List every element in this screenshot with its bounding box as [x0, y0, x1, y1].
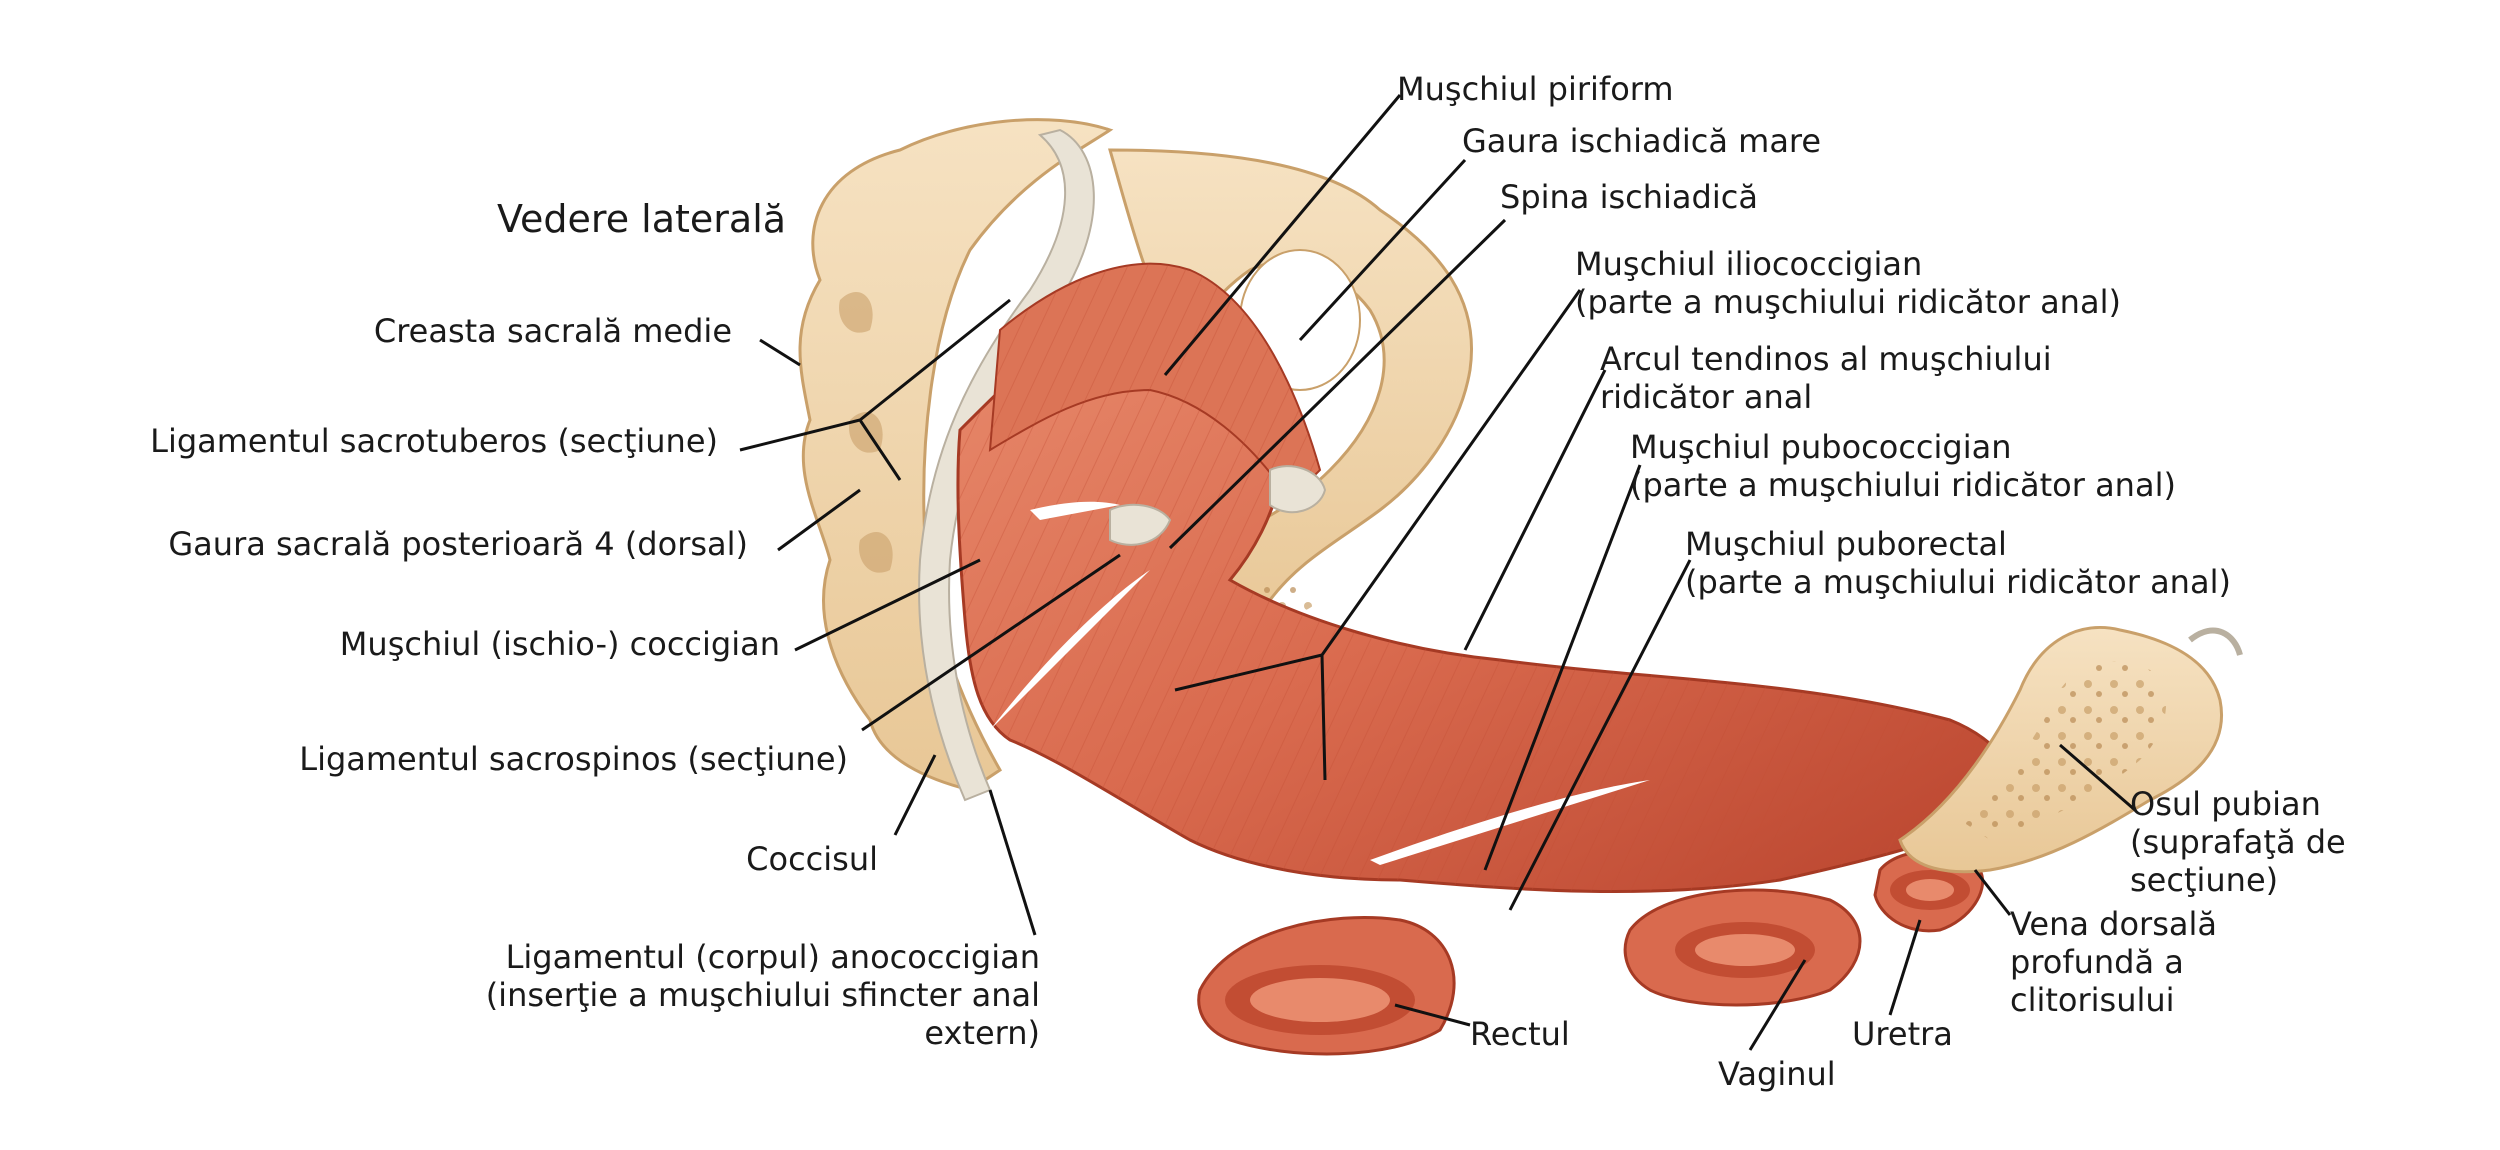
label-rectum: Rectul: [1470, 1015, 1570, 1053]
label-urethra: Uretra: [1852, 1015, 1953, 1053]
levator-ani-muscle: [956, 262, 2018, 894]
label-piriformis: Muşchiul piriform: [1397, 70, 1674, 108]
view-title: Vedere laterală: [497, 197, 787, 241]
label-coccyx: Coccisul: [746, 840, 878, 878]
label-iliococcygeus: Muşchiul iliococcigian (parte a muşchiul…: [1575, 245, 2121, 321]
leader-lines: [739, 94, 2136, 1051]
label-deep-dorsal-vein: Vena dorsală profundă a clitorisului: [2010, 905, 2217, 1019]
vagina: [1623, 888, 1862, 1007]
label-tendinous-arch: Arcul tendinos al muşchiului ridicător a…: [1600, 340, 2052, 416]
label-sacrospinous-ligament: Ligamentul sacrospinos (secţiune): [299, 740, 848, 778]
label-puborectalis: Muşchiul puborectal (parte a muşchiului …: [1685, 525, 2231, 601]
pubic-bone: [1898, 626, 2243, 874]
label-pubococcygeus: Muşchiul pubococcigian (parte a muşchiul…: [1630, 428, 2176, 504]
label-posterior-sacral-foramen: Gaura sacrală posterioară 4 (dorsal): [168, 525, 748, 563]
label-greater-sciatic-foramen: Gaura ischiadică mare: [1462, 122, 1822, 160]
label-ischial-spine: Spina ischiadică: [1500, 178, 1758, 216]
sacrum-bone: [798, 118, 1114, 792]
label-median-sacral-crest: Creasta sacrală medie: [373, 312, 732, 350]
label-pubic-bone: Osul pubian (suprafaţă de secţiune): [2130, 785, 2346, 899]
rectum: [1197, 916, 1456, 1056]
label-coccygeus: Muşchiul (ischio-) coccigian: [339, 625, 780, 663]
label-anococcygeal-ligament: Ligamentul (corpul) anococcigian (inserţ…: [485, 938, 1040, 1052]
label-vagina: Vaginul: [1718, 1055, 1836, 1093]
label-sacrotuberous-ligament: Ligamentul sacrotuberos (secţiune): [150, 422, 718, 460]
